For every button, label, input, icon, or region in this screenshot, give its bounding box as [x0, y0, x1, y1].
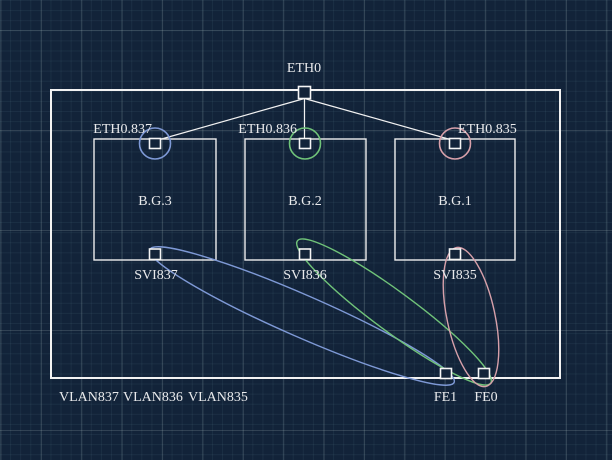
fe0-port: [477, 367, 491, 380]
bg2-label: B.G.2: [288, 194, 321, 209]
eth0837-label: ETH0.837: [93, 122, 152, 137]
svi836-label: SVI836: [283, 268, 327, 283]
legend-vlan836: VLAN836: [123, 390, 183, 405]
eth0-port: [297, 85, 312, 100]
bg1-label: B.G.1: [438, 194, 471, 209]
svi836-port: [298, 248, 312, 261]
eth0837-port: [148, 137, 162, 150]
fe1-port: [439, 367, 453, 380]
svi835-port: [448, 248, 462, 261]
eth0-label: ETH0: [287, 61, 321, 76]
fe0-label: FE0: [474, 390, 497, 405]
bg3-label: B.G.3: [138, 194, 171, 209]
eth0835-port: [448, 137, 462, 150]
eth0836-port: [298, 137, 312, 150]
svi835-label: SVI835: [433, 268, 477, 283]
legend-vlan837: VLAN837: [59, 390, 119, 405]
svi837-label: SVI837: [134, 268, 178, 283]
fe1-label: FE1: [434, 390, 457, 405]
vlan835-domain-ellipse: [442, 246, 500, 388]
vlan837-subinterface-ring: [138, 127, 172, 160]
vlan835-subinterface-ring: [438, 127, 472, 160]
vlan836-subinterface-ring: [288, 127, 322, 160]
legend-vlan835: VLAN835: [188, 390, 248, 405]
eth0835-label: ETH0.835: [458, 122, 517, 137]
wire-eth0-to-eth0835: [304, 97, 453, 141]
svi837-port: [148, 248, 162, 261]
wire-eth0-to-eth0837: [157, 97, 305, 141]
eth0836-label: ETH0.836: [238, 122, 297, 137]
